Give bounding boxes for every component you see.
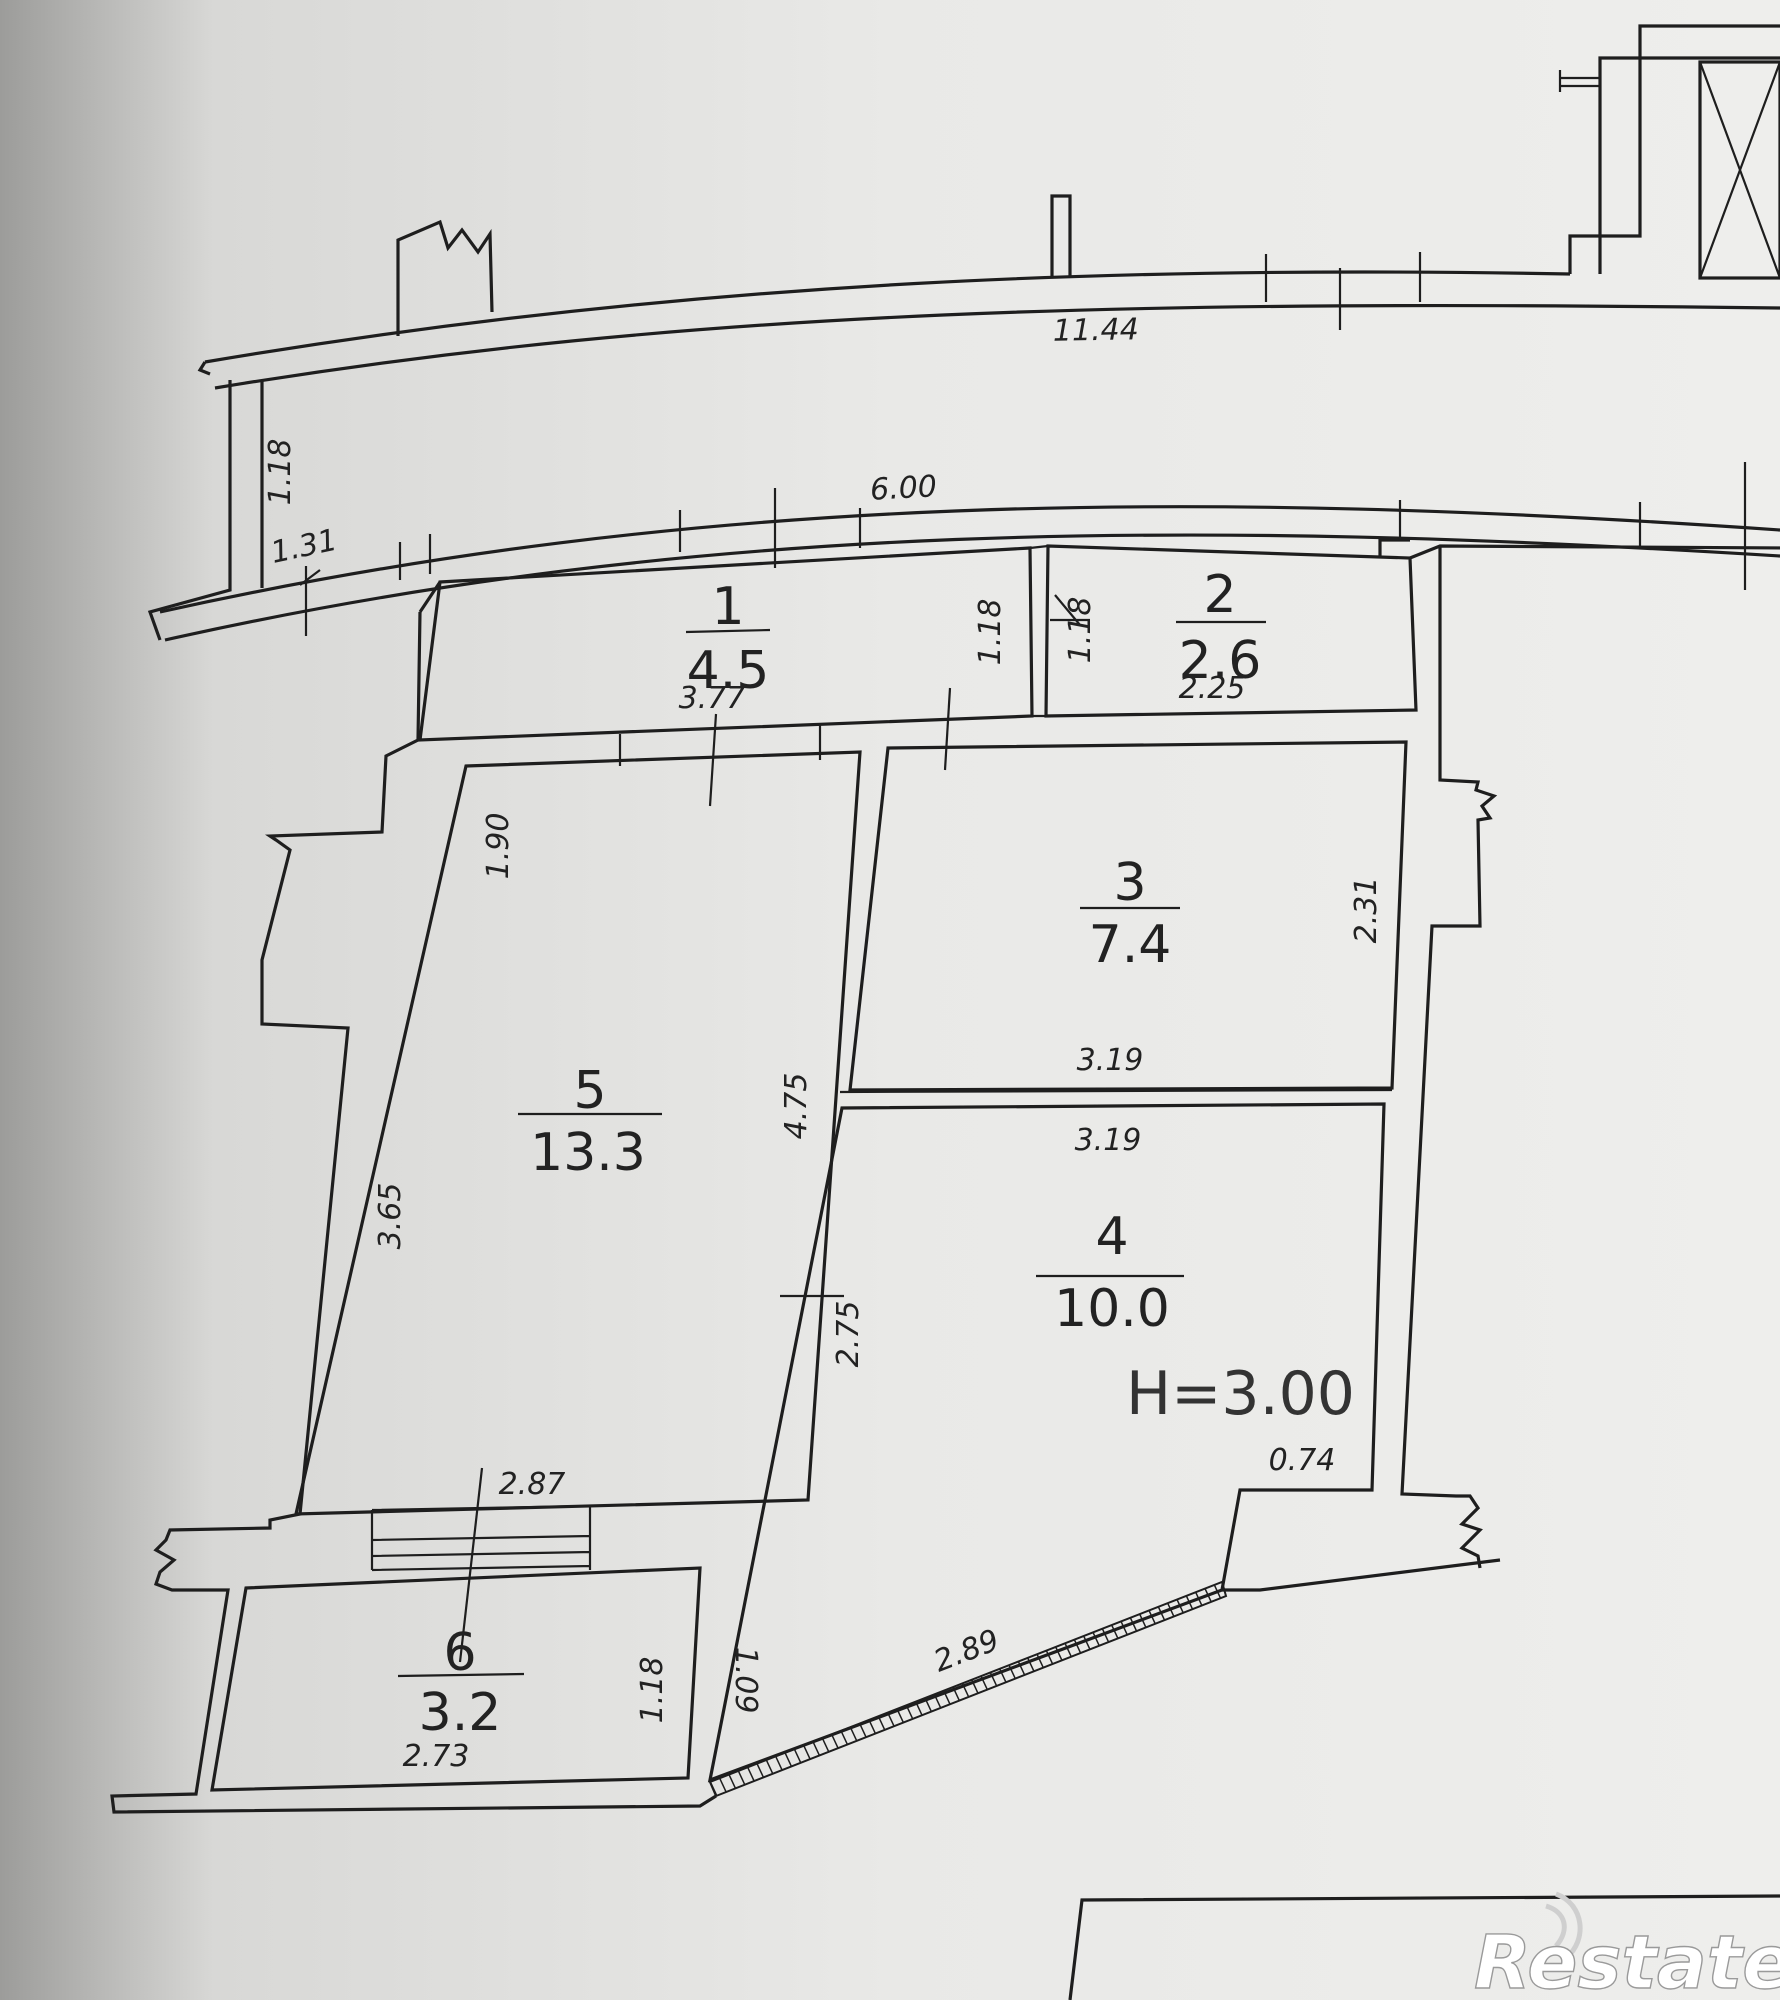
room-4-area: 10.0 (1054, 1279, 1170, 1339)
room-1-number: 1 (711, 577, 744, 637)
dim-room5-left: 3.65 (373, 1183, 408, 1250)
dim-room6-right: 1.18 (635, 1657, 670, 1724)
bay-wall (708, 1580, 1228, 1798)
neighbor-outline (1068, 1894, 1780, 2000)
room-2-number: 2 (1203, 565, 1236, 625)
room-6-width: 2.73 (403, 1739, 470, 1774)
dim-room4-left: 2.75 (831, 1301, 866, 1368)
dim-room5-mid: 4.75 (779, 1073, 814, 1140)
dim-top-inner: 6.00 (869, 469, 938, 507)
dim-room2-door: 1.18 (1063, 597, 1098, 664)
room-4-number: 4 (1095, 1207, 1128, 1267)
dim-room4-corner: 0.74 (1269, 1443, 1336, 1478)
room-6-area: 3.2 (419, 1683, 502, 1743)
room-1-width: 3.77 (679, 681, 746, 716)
watermark-logo: Restate (1473, 1891, 1780, 2000)
room-3-number: 3 (1113, 853, 1146, 913)
room-3 (848, 740, 1408, 1092)
room-2-area: 2.6 (1179, 631, 1262, 691)
room-labels: 1 4.5 3.77 2 2.6 2.25 3 7.4 4 10.0 5 13.… (397, 565, 1355, 1774)
room-5 (293, 750, 862, 1516)
dimension-labels: 11.44 6.00 1.18 1.31 1.18 1.18 1.90 3.65… (263, 312, 1384, 1723)
dim-room4-top: 3.19 (1075, 1123, 1142, 1158)
inner-curved-wall (159, 462, 1780, 642)
dim-room5-top: 1.90 (481, 813, 516, 880)
room-6-number: 6 (443, 1623, 476, 1683)
outer-wall-outline (110, 544, 1780, 1814)
outer-curved-wall (147, 24, 1780, 641)
dim-room6-left2: 1.09 (728, 1647, 763, 1714)
watermark-text: Restate (1474, 1920, 1780, 2000)
dim-room1-door: 1.18 (973, 599, 1008, 666)
room-3-area: 7.4 (1089, 915, 1172, 975)
room-2-width: 2.25 (1179, 671, 1246, 706)
room-6 (210, 1566, 702, 1792)
room-5-number: 5 (573, 1061, 606, 1121)
dim-top-outer: 11.44 (1053, 312, 1139, 348)
ceiling-height: H=3.00 (1126, 1359, 1355, 1429)
room-5-area: 13.3 (530, 1123, 646, 1183)
room-2 (1044, 544, 1418, 718)
room-1-area: 4.5 (687, 641, 770, 701)
dim-room3-bottom: 3.19 (1077, 1043, 1144, 1078)
dim-room3-right: 2.31 (1349, 877, 1384, 944)
dim-left-wall-a: 1.18 (263, 439, 298, 506)
dim-room5-bottom: 2.87 (499, 1467, 566, 1502)
